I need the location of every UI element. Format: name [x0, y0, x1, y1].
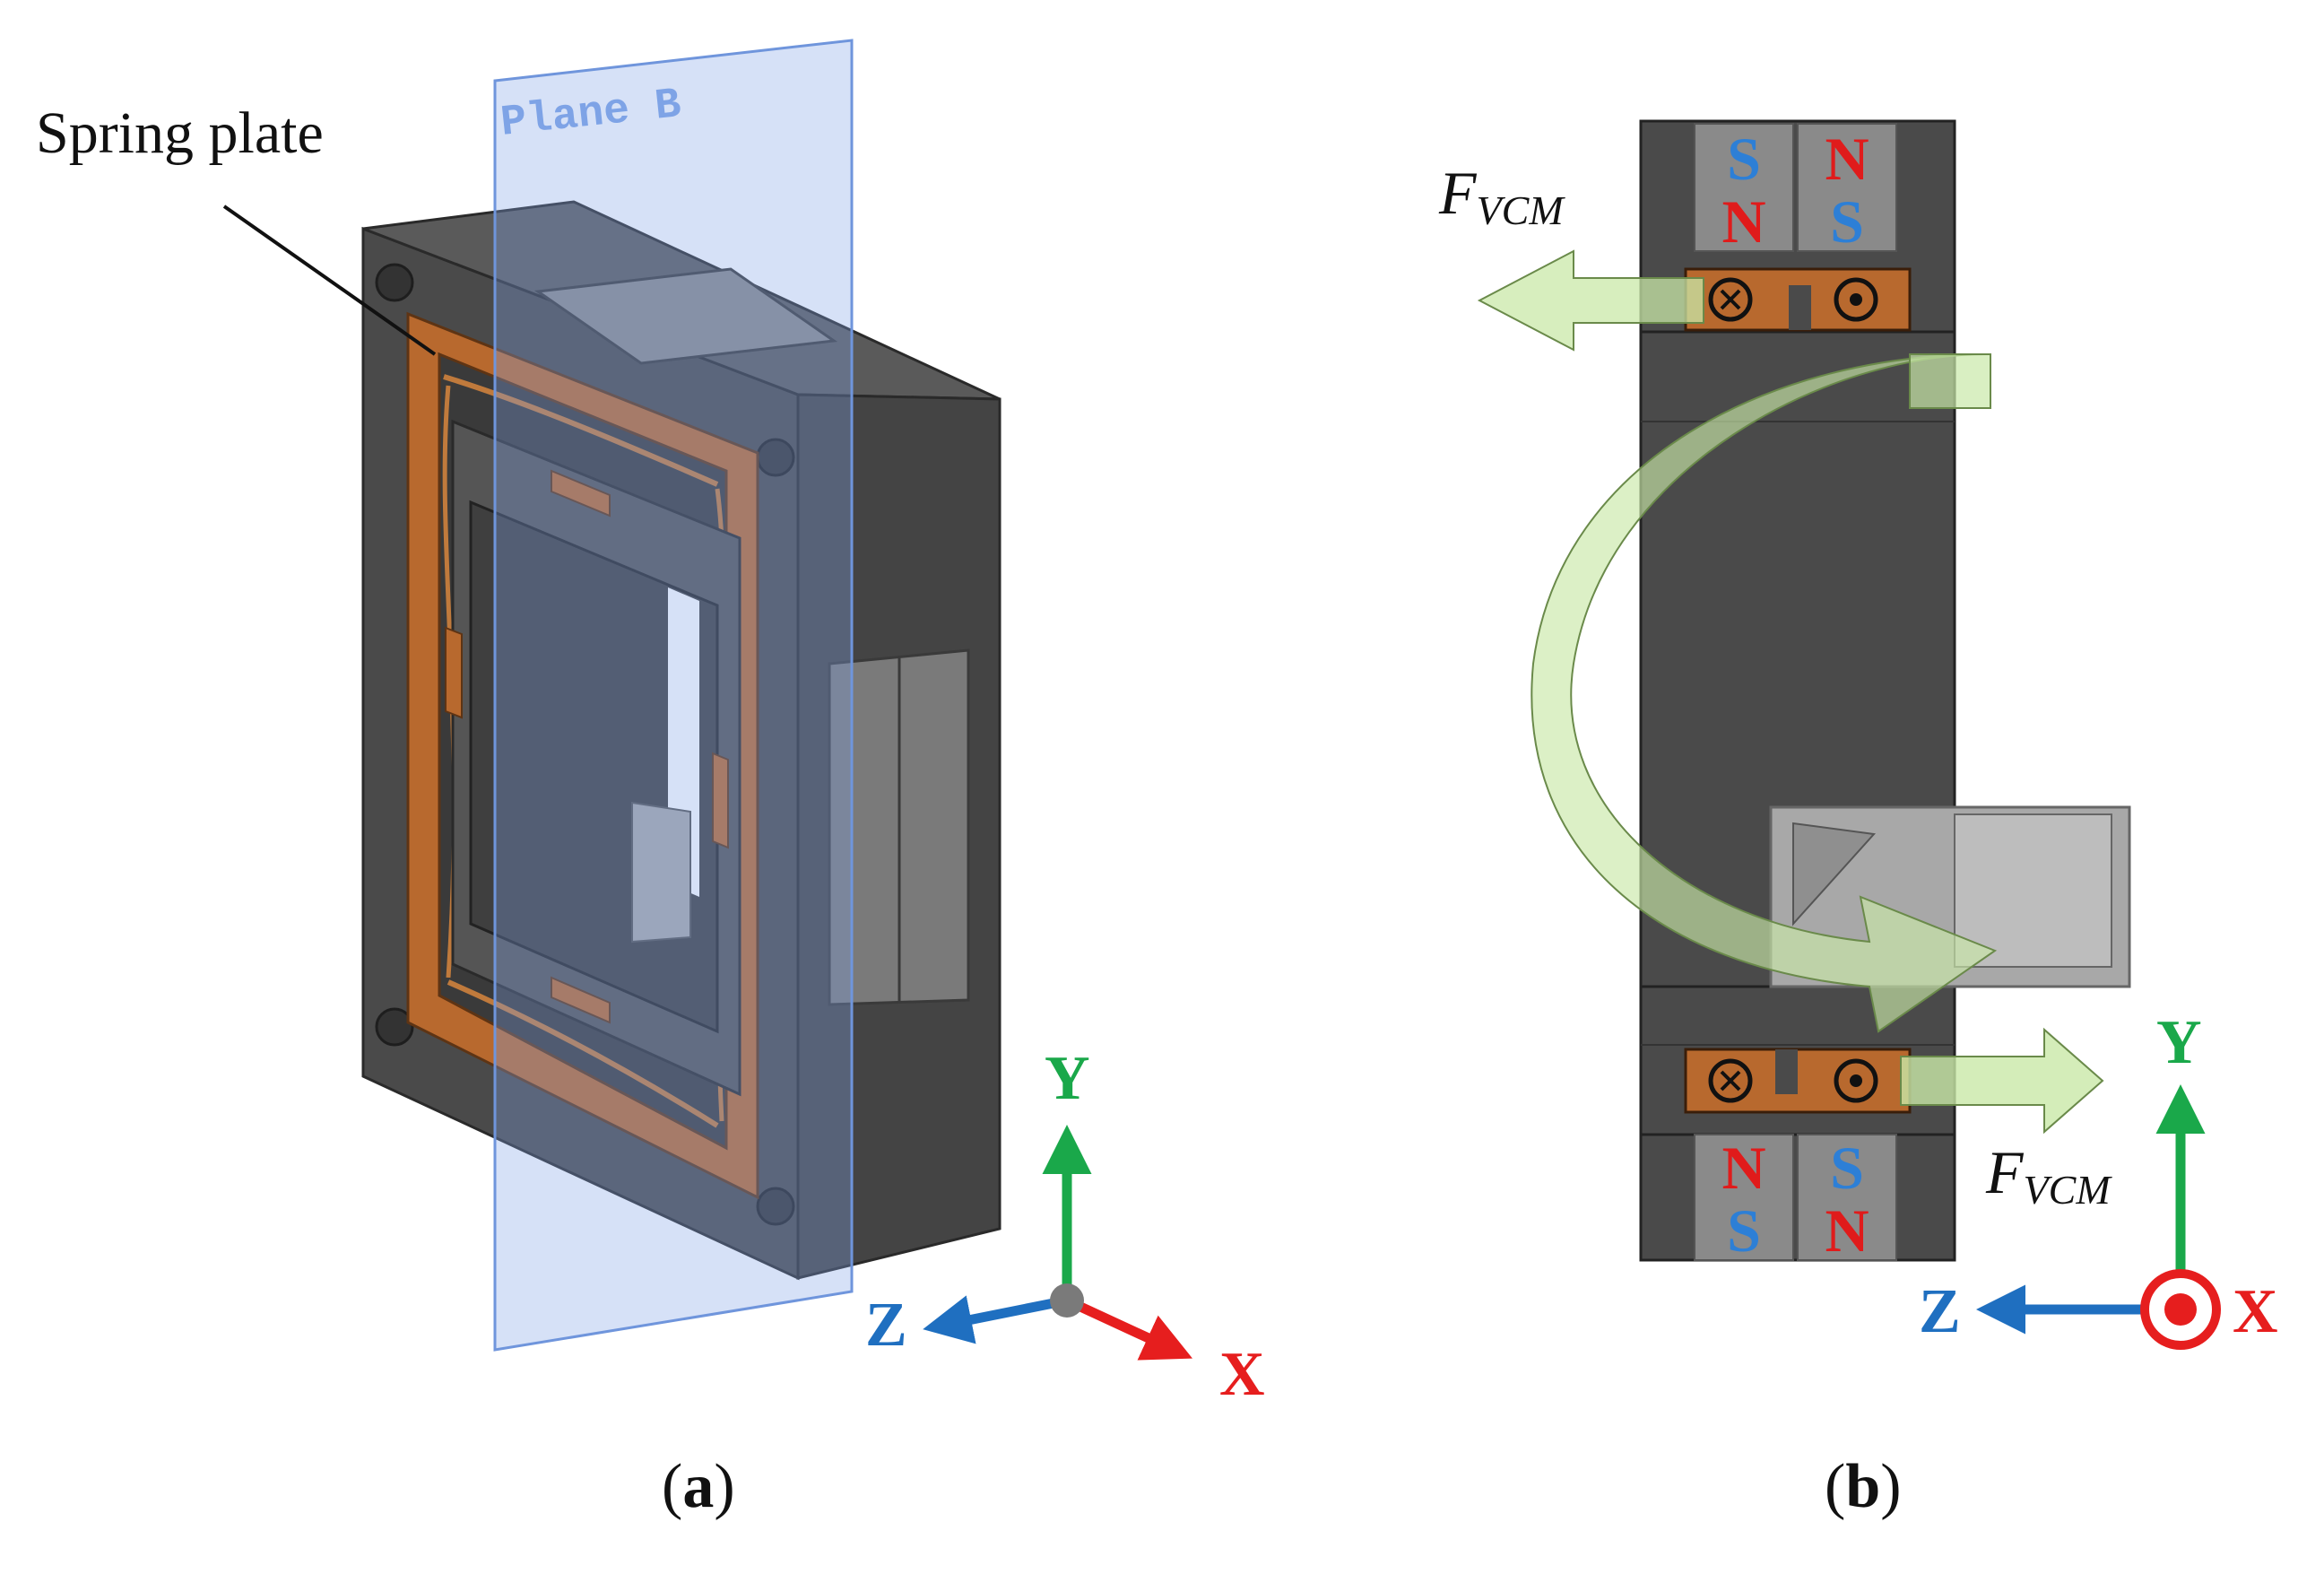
caption-a: (a) [662, 1452, 735, 1521]
axes-a: Y Z X [865, 1044, 1265, 1409]
force-arrow-bottom [1900, 1027, 2104, 1135]
mounting-hole [375, 263, 414, 302]
caption-b: (b) [1825, 1452, 1902, 1521]
spring-plate-leader [222, 204, 437, 356]
force-label-bottom: FVCM [1985, 1138, 2112, 1213]
panel-b: S N N S FVCM N S S N [1438, 119, 2278, 1521]
pole-label: S [1727, 125, 1761, 193]
magnet-left [1694, 1134, 1794, 1261]
force-arrow-top [1477, 249, 1704, 352]
coil-bottom [1684, 1048, 1912, 1114]
z-axis-label: Z [865, 1291, 907, 1360]
coil-top [1684, 267, 1912, 332]
y-axis-label: Y [2156, 1008, 2202, 1077]
magnet-pair-top: S N N S [1694, 123, 1897, 256]
pole-label: N [1721, 187, 1765, 256]
z-axis-arrow [923, 1295, 1069, 1344]
mounting-hole [375, 1007, 414, 1047]
spring-tab [551, 469, 611, 518]
spring-wire [443, 374, 719, 487]
x-axis-label: X [2233, 1277, 2278, 1346]
magnet-left [1694, 123, 1794, 252]
pole-label: S [1830, 1134, 1864, 1202]
rotation-arrow [1531, 353, 1998, 1033]
spring-tab [712, 752, 729, 849]
pole-label: S [1727, 1196, 1761, 1265]
plane-b [493, 39, 854, 1352]
spring-plate-label: Spring plate [36, 100, 324, 166]
z-axis-label: Z [1919, 1277, 1961, 1346]
spring-tab [445, 626, 463, 719]
axes-b: Y Z X [1919, 1008, 2278, 1350]
pole-label: N [1721, 1134, 1765, 1202]
magnet-right [1797, 123, 1897, 252]
x-axis-label: X [1219, 1340, 1265, 1409]
force-label-top: FVCM [1438, 159, 1565, 233]
magnet-right [1797, 1134, 1897, 1261]
pole-label: S [1830, 187, 1864, 256]
axis-origin [1050, 1283, 1084, 1318]
pole-label: N [1825, 1196, 1869, 1265]
pole-label: N [1825, 125, 1869, 193]
x-axis-arrow [1064, 1296, 1192, 1361]
magnet-pair-bottom: N S S N [1694, 1134, 1897, 1265]
panel-a: Plane B Spring plate Y Z X (a) [36, 39, 1265, 1521]
spring-tab [551, 976, 611, 1024]
mounting-hole [756, 1187, 795, 1226]
inner-block [631, 801, 691, 944]
top-slot [533, 267, 838, 365]
y-axis-label: Y [1045, 1044, 1090, 1113]
